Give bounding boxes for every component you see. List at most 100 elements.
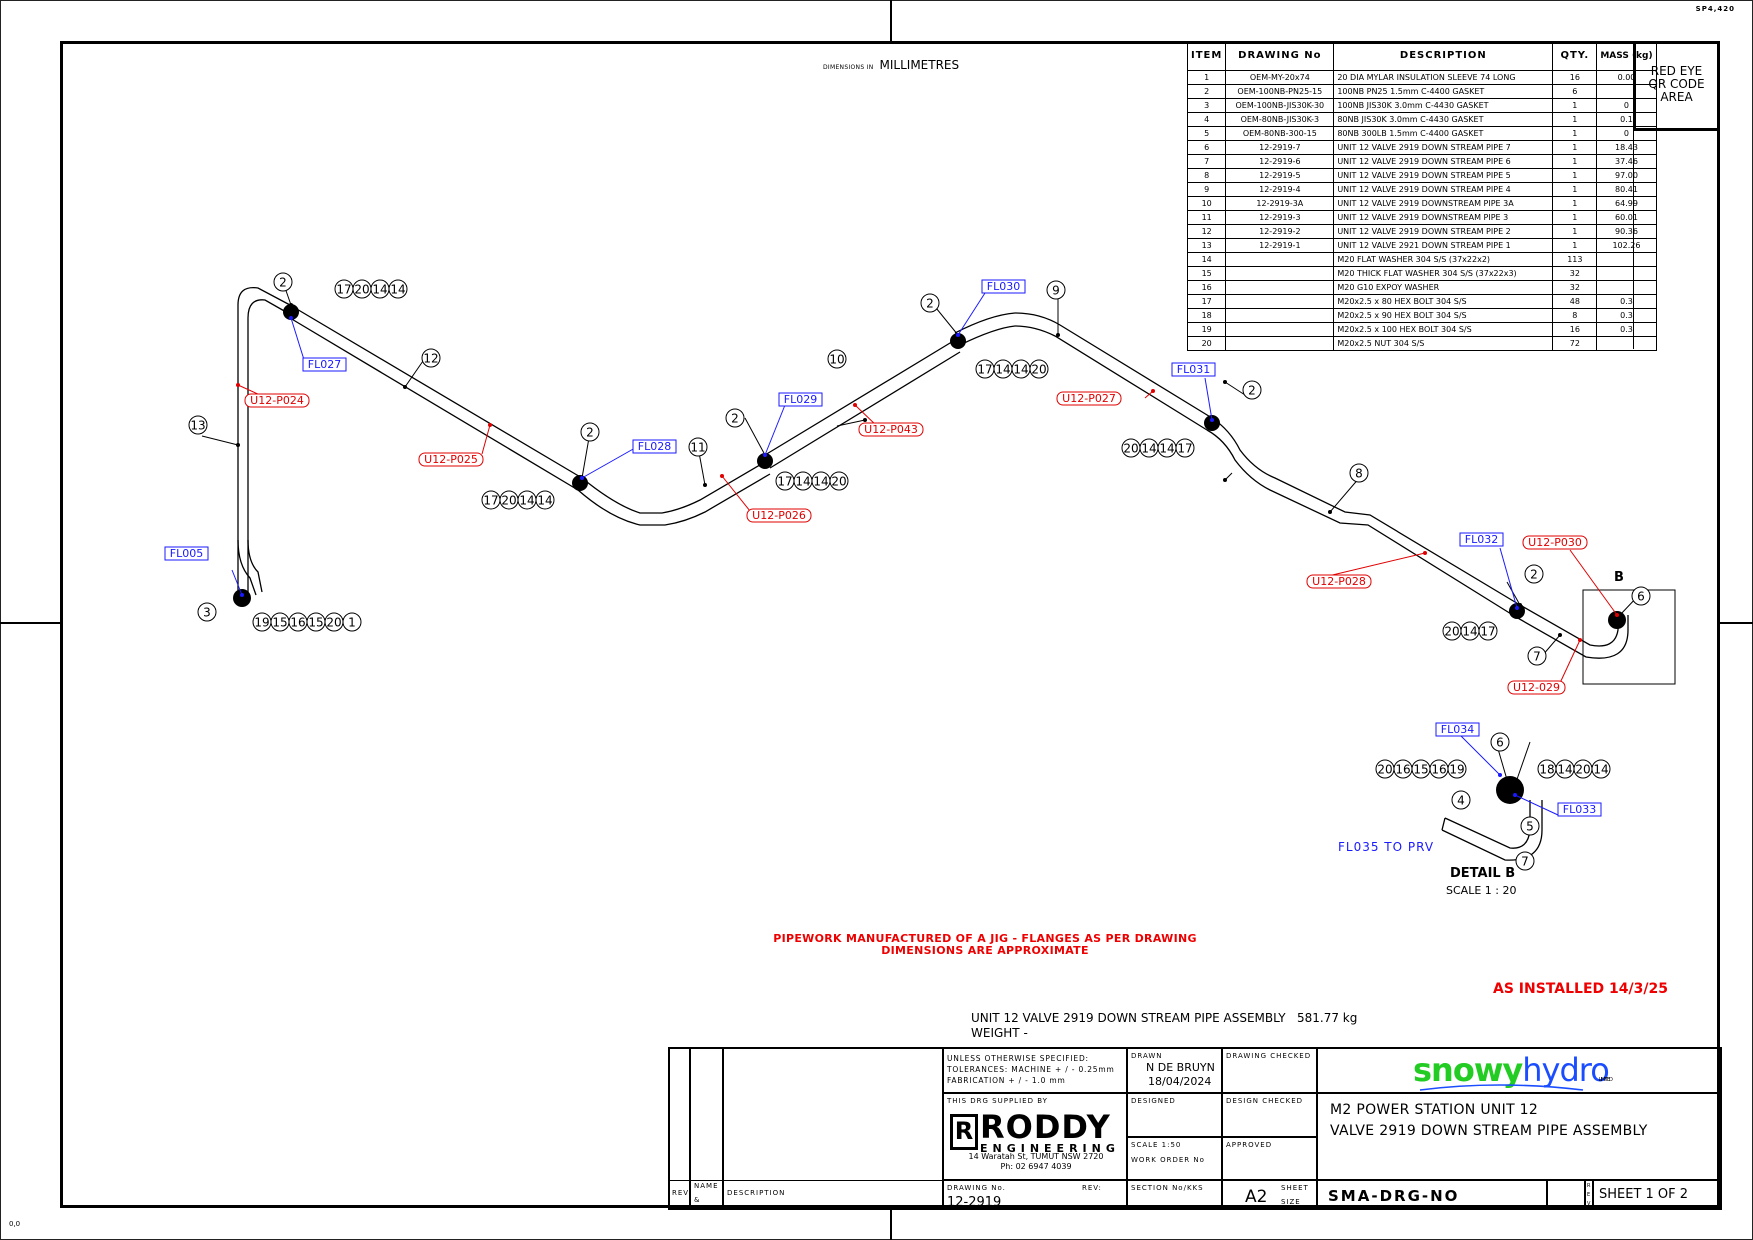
leader-line <box>1459 734 1501 776</box>
tag-text: FL029 <box>784 393 817 406</box>
rev-key: R E V <box>1587 1183 1591 1207</box>
line-tag: U12-P028 <box>1306 574 1372 589</box>
approved-label: APPROVED <box>1226 1141 1273 1149</box>
tag-border <box>858 422 924 437</box>
balloon-number: 16 <box>1395 763 1410 777</box>
balloon-number: 20 <box>1377 763 1392 777</box>
dimensions-prefix: DIMENSIONS IN <box>823 64 874 71</box>
sheet-size-label-1: SHEET <box>1281 1184 1309 1192</box>
balloon-number: 20 <box>1123 442 1138 456</box>
flange-fl030 <box>950 333 966 349</box>
tag-border <box>164 546 209 561</box>
sheet-reference: SP4,420 <box>1695 5 1735 13</box>
item-balloon: 16 <box>1429 759 1449 779</box>
item-balloon: 13 <box>188 415 208 435</box>
leader-line <box>1559 639 1581 684</box>
balloon-number: 20 <box>1031 363 1046 377</box>
leader-line <box>744 417 766 456</box>
flange-tag: FL029 <box>778 392 823 407</box>
leader-dot <box>236 443 240 447</box>
leader-line <box>1506 581 1521 606</box>
balloon-circle <box>1591 759 1611 779</box>
item-balloon: 3 <box>197 602 217 622</box>
tag-labels: FL005FL027FL028FL029FL030FL031FL032FL033… <box>164 279 1602 817</box>
item-balloon: 4 <box>1451 790 1471 810</box>
leader-line <box>721 475 751 512</box>
item-balloon: 14 <box>370 279 390 299</box>
bom-header-row: ITEM DRAWING No DESCRIPTION QTY. MASS (k… <box>1186 41 1657 71</box>
leader-dot <box>720 474 724 478</box>
item-balloon: 20 <box>324 612 344 632</box>
balloon-number: 8 <box>1355 467 1363 481</box>
pipe-9 <box>954 312 1213 419</box>
balloon-number: 19 <box>1449 763 1464 777</box>
balloon-number: 14 <box>519 494 534 508</box>
sheet-of-cell: SHEET 1 OF 2 <box>1593 1180 1722 1210</box>
qr-code-area: RED EYE QR CODE AREA <box>1633 41 1720 131</box>
zone-tick-right <box>1720 622 1753 624</box>
item-balloon: 19 <box>252 612 272 632</box>
balloon-circle <box>1029 359 1049 379</box>
section-label: SECTION No/KKS <box>1131 1184 1204 1192</box>
balloon-circle <box>188 415 208 435</box>
tag-border <box>746 508 812 523</box>
bom-header-item: ITEM <box>1186 41 1227 71</box>
balloon-number: 17 <box>336 283 351 297</box>
item-balloon: 20 <box>499 490 519 510</box>
tag-border <box>1459 532 1504 547</box>
balloon-number: 14 <box>1557 763 1572 777</box>
balloon-circle <box>421 348 441 368</box>
item-balloon: 8 <box>1349 463 1369 483</box>
balloon-circle <box>388 279 408 299</box>
leader-line <box>957 292 986 336</box>
pipe-13-inner <box>247 299 287 592</box>
pipe-12 <box>289 304 583 479</box>
line-tag: U12-P030 <box>1522 535 1588 550</box>
doc-no-cell: SMA-DRG-NO <box>1317 1180 1547 1210</box>
tolerance-line-2: TOLERANCES: MACHINE + / - 0.25mm <box>947 1065 1115 1074</box>
leader-dot <box>289 303 293 307</box>
tag-border <box>418 452 484 467</box>
leader-dot <box>863 418 867 422</box>
item-balloon: 6 <box>1490 732 1510 752</box>
balloon-number: 14 <box>813 475 828 489</box>
scale-cell: SCALE 1:50 WORK ORDER No <box>1127 1137 1222 1180</box>
balloon-number: 20 <box>326 616 341 630</box>
tag-text: U12-P025 <box>424 453 478 466</box>
drawing-frame <box>60 41 1720 1208</box>
flange-tag: FL027 <box>302 357 347 372</box>
item-balloon: 14 <box>1591 759 1611 779</box>
leader-dot <box>1423 551 1427 555</box>
bom-cell-item: 12 <box>1186 224 1227 239</box>
tag-border <box>1306 574 1372 589</box>
pipe-13-lower <box>237 539 257 596</box>
leader-line <box>1499 547 1518 609</box>
item-balloon: 5 <box>1520 816 1540 836</box>
flange-fl028 <box>572 475 588 491</box>
supplier-phone: Ph: 02 6947 4039 <box>1000 1162 1072 1171</box>
item-balloon: 7 <box>1515 851 1535 871</box>
flange-tag: FL028 <box>632 439 677 454</box>
balloon-circle <box>1451 790 1471 810</box>
leader-dot <box>240 593 244 597</box>
bom-cell-item: 17 <box>1186 294 1227 309</box>
balloon-number: 9 <box>1052 284 1060 298</box>
balloon-circle <box>1175 438 1195 458</box>
pipe-13-lower-inner <box>247 539 263 593</box>
balloon-number: 10 <box>829 353 844 367</box>
balloon-number: 14 <box>390 283 405 297</box>
drawn-label: DRAWN <box>1131 1052 1163 1060</box>
flange-fl029 <box>757 453 773 469</box>
leader-dot <box>1223 478 1227 482</box>
balloon-number: 13 <box>190 419 205 433</box>
balloon-number: 16 <box>290 616 305 630</box>
balloon-number: 5 <box>1526 820 1534 834</box>
leader-line <box>237 384 261 396</box>
item-balloon: 2 <box>725 408 745 428</box>
balloon-circle <box>688 437 708 457</box>
flange-tag: FL005 <box>164 546 209 561</box>
balloon-circle <box>1524 564 1544 584</box>
